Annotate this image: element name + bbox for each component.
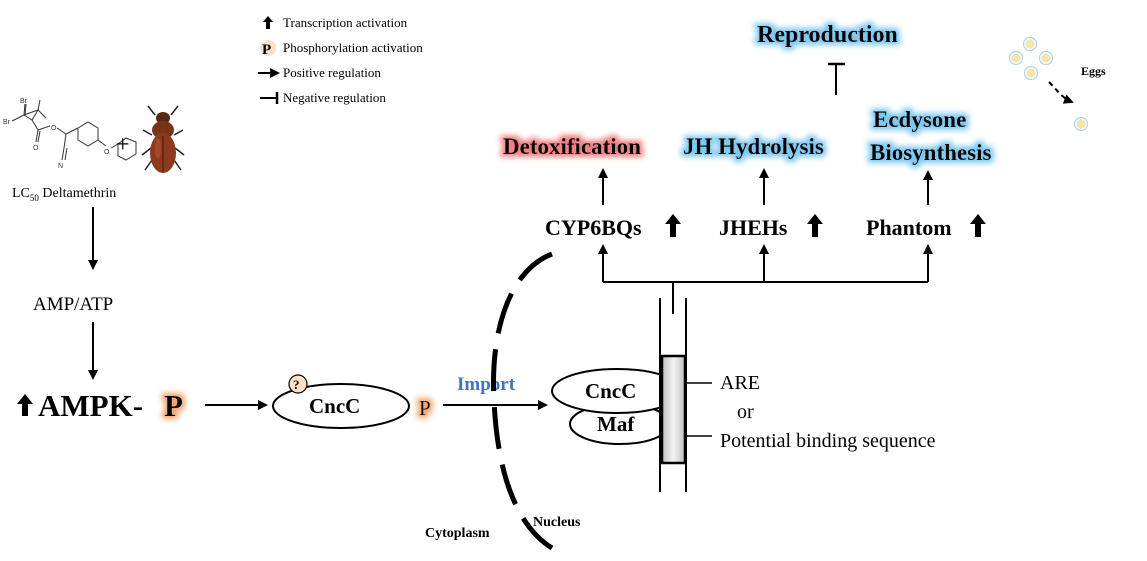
- nuclear-membrane: [491, 251, 554, 551]
- jh-hydrolysis-label: JH Hydrolysis: [683, 134, 824, 159]
- binding-sequence-box: [660, 354, 687, 465]
- legend-phosphorylation-label: Phosphorylation activation: [283, 40, 423, 55]
- import-label: Import: [457, 374, 516, 395]
- question-phospho-icon: [288, 374, 308, 394]
- plus-sign: +: [116, 132, 130, 158]
- legend: Transcription activation P Phosphorylati…: [258, 15, 423, 105]
- maf-label: Maf: [597, 412, 635, 436]
- eggs-laying-arrow: [1048, 81, 1074, 104]
- question-mark: ?: [293, 377, 300, 392]
- ampk-up-arrow-icon: [17, 394, 33, 416]
- jheh-gene-label: JHEHs: [719, 215, 788, 240]
- cncc-nucleus-label: CncC: [585, 379, 636, 403]
- o-label-1: O: [33, 145, 39, 152]
- phosphorylation-symbol: P: [262, 42, 271, 58]
- n-label: N: [58, 163, 63, 170]
- ecdysone-label-line2: Biosynthesis: [870, 140, 991, 165]
- cncc-phospho-label: P: [419, 396, 431, 420]
- or-label: or: [737, 401, 754, 423]
- transcription-arrow-icon: [263, 16, 273, 29]
- inhibition-ecdysone-to-reproduction: [828, 62, 845, 95]
- deltamethrin-structure: Br Br O O N O: [3, 98, 137, 170]
- beetle-icon: [141, 105, 185, 173]
- are-label: ARE: [720, 372, 760, 394]
- detoxification-label: Detoxification: [503, 134, 641, 159]
- eggs-icon: [1009, 37, 1088, 131]
- phantom-gene-label: Phantom: [866, 215, 952, 240]
- o-label-3: O: [104, 149, 110, 156]
- cyp-gene-label: CYP6BQs: [545, 215, 642, 240]
- ampk-phospho-label: P: [164, 388, 183, 423]
- cncc-cytoplasm-label: CncC: [309, 394, 360, 418]
- compound-label: LC50 Deltamethrin: [12, 186, 116, 203]
- ampk-label: AMPK-: [38, 388, 143, 423]
- br-label-2: Br: [3, 119, 11, 126]
- ecdysone-label-line1: Ecdysone: [873, 107, 966, 132]
- legend-positive-label: Positive regulation: [283, 65, 381, 80]
- eggs-label: Eggs: [1081, 64, 1106, 78]
- legend-transcription-label: Transcription activation: [283, 15, 408, 30]
- cncc-cytoplasm-node: [272, 383, 410, 429]
- jheh-up-arrow-icon: [807, 214, 823, 237]
- phantom-up-arrow-icon: [970, 214, 986, 237]
- negative-regulation-icon: [260, 92, 279, 104]
- cytoplasm-label: Cytoplasm: [425, 526, 490, 541]
- amp-atp-label: AMP/ATP: [33, 294, 113, 315]
- cyp-up-arrow-icon: [665, 214, 681, 237]
- legend-negative-label: Negative regulation: [283, 90, 386, 105]
- reproduction-label: Reproduction: [757, 22, 898, 48]
- nucleus-label: Nucleus: [533, 515, 581, 530]
- br-label-1: Br: [20, 98, 28, 105]
- o-label-2: O: [51, 125, 57, 132]
- binding-sequence-label: Potential binding sequence: [720, 430, 936, 452]
- phosphorylation-icon: [260, 40, 276, 56]
